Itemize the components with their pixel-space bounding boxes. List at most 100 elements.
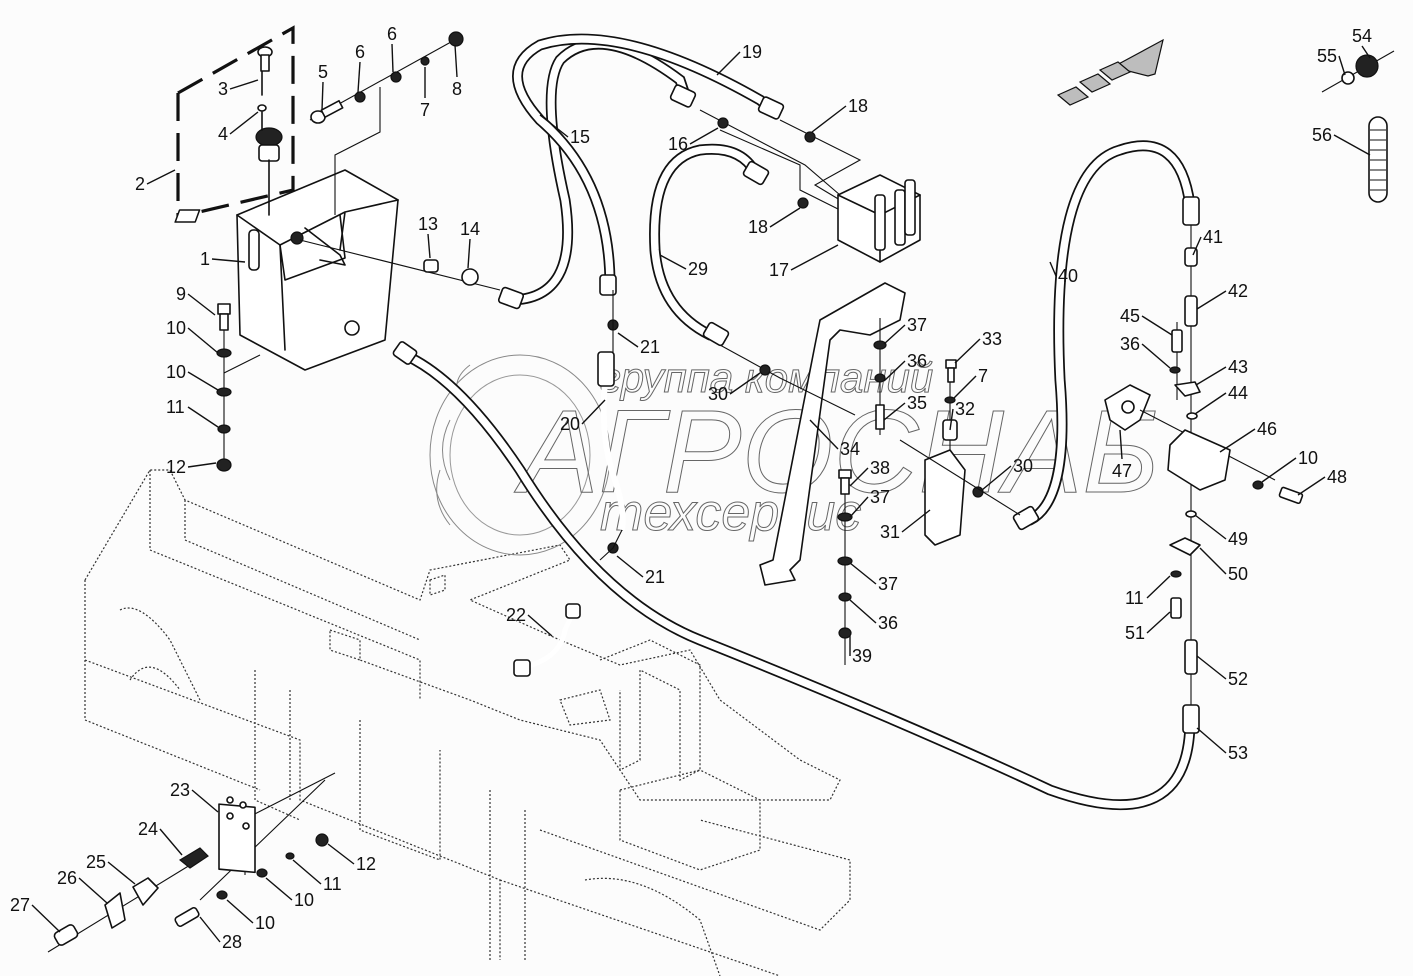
callout-label-36: 36 [878, 613, 898, 633]
callout-label-6: 6 [355, 42, 365, 62]
callout-label-37: 37 [907, 315, 927, 335]
leader-line-9 [187, 293, 216, 316]
callout-label-15: 15 [570, 127, 590, 147]
callout-label-30: 30 [1013, 456, 1033, 476]
callout-label-50: 50 [1228, 564, 1248, 584]
leader-line-28 [199, 916, 221, 943]
leader-line-10 [1261, 457, 1297, 483]
coupling-plate [47, 772, 336, 953]
callout-label-37: 37 [870, 487, 890, 507]
callout-label-54: 54 [1352, 26, 1372, 46]
callout-label-11: 11 [323, 874, 342, 894]
callout-label-24: 24 [138, 819, 158, 839]
leader-line-48 [1297, 476, 1326, 496]
leader-line-30 [981, 465, 1012, 491]
leader-line-50 [1199, 547, 1227, 575]
callout-label-30: 30 [708, 384, 728, 404]
leader-line-12 [327, 843, 355, 865]
callout-label-27: 27 [10, 895, 30, 915]
leader-line-22 [527, 614, 553, 637]
callout-label-34: 34 [840, 439, 860, 459]
leader-line-30 [729, 372, 761, 395]
leader-line-6 [357, 61, 361, 93]
spare-parts-top-right [1321, 50, 1395, 203]
callout-label-35: 35 [907, 393, 927, 413]
leader-line-13 [427, 233, 431, 259]
leader-line-5 [321, 81, 324, 111]
callout-label-33: 33 [982, 329, 1002, 349]
leader-line-27 [31, 904, 61, 933]
leader-line-37 [849, 562, 877, 585]
callout-label-21: 21 [645, 567, 665, 587]
leader-line-18 [811, 105, 847, 133]
leader-line-7 [953, 375, 977, 399]
leader-line-46 [1219, 428, 1256, 453]
leader-line-19 [716, 51, 741, 76]
leader-line-47 [1119, 429, 1123, 460]
leader-line-2 [146, 169, 176, 185]
callout-label-18: 18 [748, 217, 768, 237]
callout-label-48: 48 [1327, 467, 1347, 487]
callout-label-46: 46 [1257, 419, 1277, 439]
callout-label-36: 36 [907, 351, 927, 371]
leader-line-51 [1146, 611, 1171, 634]
callout-label-43: 43 [1228, 357, 1248, 377]
callout-label-47: 47 [1112, 461, 1132, 481]
leader-line-1 [211, 258, 246, 263]
callout-label-40: 40 [1058, 266, 1078, 286]
leader-line-36 [1141, 343, 1171, 369]
leader-line-37 [883, 324, 906, 345]
callout-label-28: 28 [222, 932, 242, 952]
callout-label-18: 18 [848, 96, 868, 116]
callout-label-7: 7 [420, 100, 430, 120]
leader-line-35 [883, 402, 906, 421]
callout-label-1: 1 [200, 249, 210, 269]
callout-label-11: 11 [166, 397, 185, 417]
leader-line-3 [229, 79, 259, 90]
callout-label-14: 14 [460, 219, 480, 239]
leader-line-11 [292, 859, 322, 885]
callout-label-32: 32 [955, 399, 975, 419]
callout-label-44: 44 [1228, 383, 1248, 403]
valve-block [699, 109, 921, 263]
callout-label-5: 5 [318, 62, 328, 82]
callout-label-36: 36 [1120, 334, 1140, 354]
callout-label-10: 10 [255, 913, 275, 933]
callout-label-26: 26 [57, 868, 77, 888]
callout-label-8: 8 [452, 79, 462, 99]
leader-line-12 [187, 462, 217, 468]
leader-line-6 [391, 43, 394, 73]
leader-line-10 [226, 899, 254, 924]
leader-line-45 [1141, 315, 1173, 336]
callout-label-23: 23 [170, 780, 190, 800]
callout-label-17: 17 [769, 260, 789, 280]
callout-label-56: 56 [1312, 125, 1332, 145]
leader-line-21 [616, 555, 644, 578]
leader-line-15 [539, 114, 569, 138]
callout-label-20: 20 [560, 414, 580, 434]
leader-line-10 [187, 327, 219, 354]
leader-line-8 [454, 44, 458, 78]
leader-line-14 [467, 238, 471, 269]
machine-frame [84, 469, 851, 976]
leader-line-55 [1338, 55, 1346, 76]
leader-line-36 [883, 360, 906, 382]
callout-label-29: 29 [688, 259, 708, 279]
watermark-line-3: техсервис [600, 484, 861, 542]
callout-label-10: 10 [1298, 448, 1318, 468]
callout-label-3: 3 [218, 79, 228, 99]
leader-line-26 [78, 877, 108, 904]
leader-line-34 [809, 419, 839, 450]
leader-line-56 [1333, 134, 1371, 156]
callout-label-9: 9 [176, 284, 186, 304]
callout-label-52: 52 [1228, 669, 1248, 689]
leader-line-18 [769, 207, 801, 228]
callout-label-41: 41 [1203, 227, 1223, 247]
leader-line-11 [187, 406, 219, 428]
leader-line-33 [954, 338, 981, 364]
callout-label-6: 6 [387, 24, 397, 44]
hydraulic-tank [174, 25, 501, 472]
